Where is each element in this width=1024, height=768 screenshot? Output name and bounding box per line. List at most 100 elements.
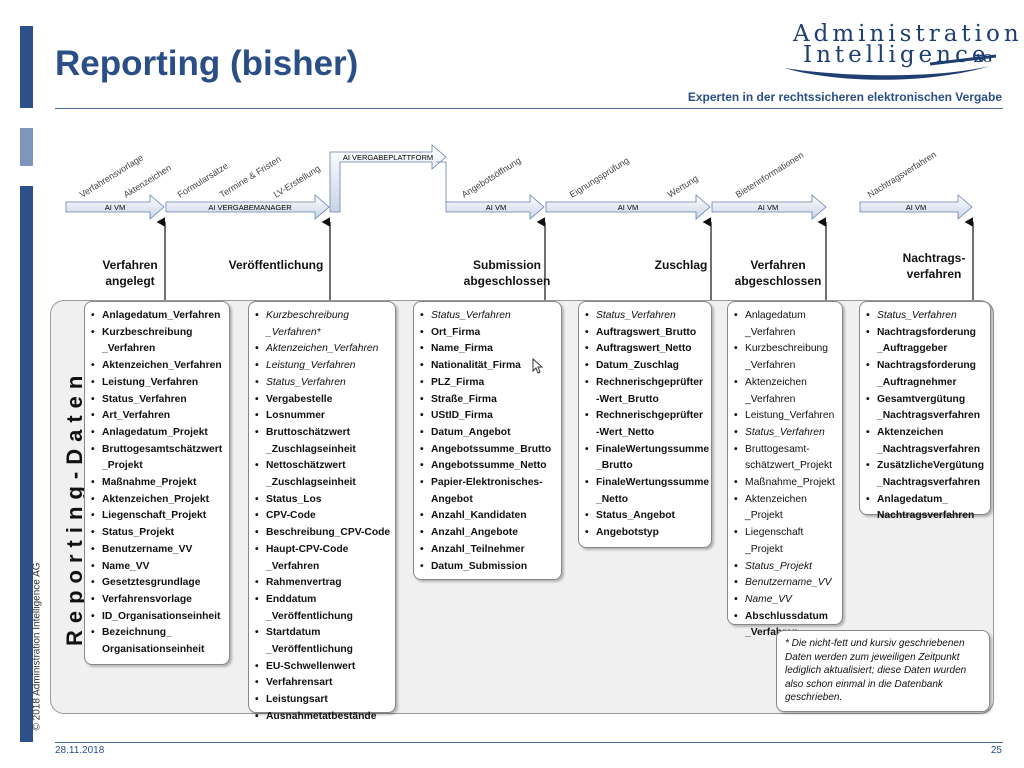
header-divider — [55, 108, 1003, 109]
step-label: Angebotsöffnung — [460, 155, 523, 199]
footer-divider — [55, 742, 1003, 743]
box-verfahren-abgeschlossen: Anlagedatum _VerfahrenKurzbeschreibung _… — [727, 301, 843, 638]
milestone-zuschlag: Zuschlag — [644, 257, 718, 273]
field-item: Name_VV — [734, 592, 838, 609]
field-item: EU-Schwellenwert — [255, 659, 391, 676]
accent-bar-bottom — [20, 186, 33, 742]
field-item: Ort_Firma — [420, 325, 557, 342]
field-item: Status_Verfahren — [734, 425, 838, 442]
page-number: 25 — [990, 745, 1002, 756]
logo-text-line2: Intelligence — [803, 42, 990, 68]
field-item: Anzahl_Teilnehmer — [420, 542, 557, 559]
step-label: Wertung — [666, 173, 700, 199]
field-item: Nationalität_Firma — [420, 358, 557, 375]
field-item: Benutzername_VV — [91, 542, 225, 559]
field-item: Leistung_Verfahren — [91, 375, 225, 392]
field-item: Art_Verfahren — [91, 408, 225, 425]
field-item: Aktenzeichen _Projekt — [734, 492, 838, 525]
process-bar-label: AI VERGABEPLATTFORM — [343, 153, 433, 162]
field-list: Kurzbeschreibung _Verfahren*Aktenzeichen… — [255, 308, 391, 726]
field-item: Aktenzeichen_Verfahren — [255, 341, 391, 358]
milestone-label: Verfahren abgeschlossen — [734, 258, 822, 288]
field-item: Rechnerischgeprüfter -Wert_Netto — [585, 408, 707, 441]
field-item: Kurzbeschreibung _Verfahren — [734, 341, 838, 374]
process-bar-label: AI VM — [618, 203, 638, 212]
step-label: LV-Erstellung — [272, 163, 322, 199]
field-item: Status_Verfahren — [866, 308, 986, 325]
field-item: Anzahl_Angebote — [420, 525, 557, 542]
field-item: Gesetztesgrundlage — [91, 575, 225, 592]
field-list: Anlagedatum _VerfahrenKurzbeschreibung _… — [734, 308, 838, 642]
field-item: FinaleWertungssumme _Brutto — [585, 442, 709, 475]
field-item: Datum_Zuschlag — [585, 358, 707, 375]
field-item: Kurzbeschreibung _Verfahren — [91, 325, 225, 358]
milestone-label: Zuschlag — [654, 258, 708, 272]
tagline: Experten in der rechtssicheren elektroni… — [687, 90, 1002, 104]
field-item: Status_Verfahren — [585, 308, 707, 325]
process-bar-label: AI VM — [105, 203, 125, 212]
milestone-label: Veröffentlichung — [228, 258, 324, 272]
step-label: Bieterinformationen — [734, 150, 805, 200]
process-bar-ai-vm-2 — [445, 194, 545, 220]
milestone-label: Submission abgeschlossen — [463, 258, 551, 288]
field-list: Status_VerfahrenOrt_FirmaName_FirmaNatio… — [420, 308, 557, 575]
field-item: Status_Verfahren — [255, 375, 391, 392]
field-item: Rahmenvertrag — [255, 575, 391, 592]
field-item: Name_Firma — [420, 341, 557, 358]
reporting-daten-text: Reporting-Daten — [62, 370, 87, 646]
field-item: Anzahl_Kandidaten — [420, 508, 557, 525]
reporting-daten-label: Reporting-Daten — [62, 370, 87, 646]
field-item: Leistungsart — [255, 692, 391, 709]
accent-bar-middle — [20, 128, 33, 166]
field-item: Nachtragsforderung _Auftragnehmer — [866, 358, 986, 391]
field-item: Status_Projekt — [734, 559, 838, 576]
field-list: Anlagedatum_VerfahrenKurzbeschreibung _V… — [91, 308, 225, 659]
page-title: Reporting (bisher) — [55, 44, 359, 83]
field-item: Aktenzeichen_Projekt — [91, 492, 225, 509]
field-list: Status_VerfahrenNachtragsforderung _Auft… — [866, 308, 986, 525]
field-item: Rechnerischgeprüfter -Wert_Brutto — [585, 375, 707, 408]
field-item: Haupt-CPV-Code _Verfahren — [255, 542, 391, 575]
field-item: Abschlussdatum _Verfahren — [734, 609, 838, 642]
field-item: Aktenzeichen_Verfahren — [91, 358, 225, 375]
footer-date: 28.11.2018 — [55, 745, 105, 756]
field-item: Verfahrensvorlage — [91, 592, 225, 609]
milestone-verfahren-abgeschlossen: Verfahren abgeschlossen — [728, 257, 828, 289]
process-bar-ai-vm-3 — [545, 194, 711, 220]
field-item: UStID_Firma — [420, 408, 557, 425]
field-item: Papier-Elektronisches- Angebot — [420, 475, 557, 508]
field-item: Benutzername_VV — [734, 575, 838, 592]
field-item: Liegenschaft _Projekt — [734, 525, 838, 558]
process-bar-ai-vm-4 — [711, 194, 827, 220]
field-item: Bezeichnung_ Organisationseinheit — [91, 625, 225, 658]
field-item: CPV-Code — [255, 508, 391, 525]
field-item: Straße_Firma — [420, 392, 557, 409]
logo-text-line1: Administration — [793, 21, 1023, 47]
field-item: Bruttoschätzwert _Zuschlagseinheit — [255, 425, 391, 458]
accent-bar-top — [20, 26, 33, 108]
field-item: Liegenschaft_Projekt — [91, 508, 225, 525]
logo-swoosh-icon — [784, 54, 997, 80]
milestone-veroeffentlichung: Veröffentlichung — [224, 257, 328, 273]
field-item: Anlagedatum_Verfahren — [91, 308, 225, 325]
field-item: FinaleWertungssumme _Netto — [585, 475, 709, 508]
field-item: Angebotstyp — [585, 525, 707, 542]
box-zuschlag: Status_VerfahrenAuftragswert_BruttoAuftr… — [578, 301, 712, 548]
process-bar-ai-vm-1 — [65, 194, 165, 220]
field-item: Ausnahmetatbestände — [255, 709, 391, 726]
field-item: Datum_Angebot — [420, 425, 557, 442]
process-bar-label: AI VM — [486, 203, 506, 212]
process-bar-label: AI VERGABEMANAGER — [208, 203, 292, 212]
milestone-nachtragsverfahren: Nachtrags- verfahren — [892, 250, 976, 282]
field-item: Startdatum _Veröffentlichung — [255, 625, 391, 658]
box-submission: Status_VerfahrenOrt_FirmaName_FirmaNatio… — [413, 301, 562, 580]
field-item: Aktenzeichen _Verfahren — [734, 375, 838, 408]
field-item: Verfahrensart — [255, 675, 391, 692]
process-bar-label: AI VM — [906, 203, 926, 212]
field-item: Kurzbeschreibung _Verfahren* — [255, 308, 391, 341]
field-item: Status_Projekt — [91, 525, 225, 542]
milestone-submission-abgeschlossen: Submission abgeschlossen — [452, 257, 562, 289]
field-item: Vergabestelle — [255, 392, 391, 409]
field-item: Bruttogesamtschätzwert _Projekt — [91, 442, 225, 475]
field-item: ZusätzlicheVergütung _Nachtragsverfahren — [866, 458, 986, 491]
